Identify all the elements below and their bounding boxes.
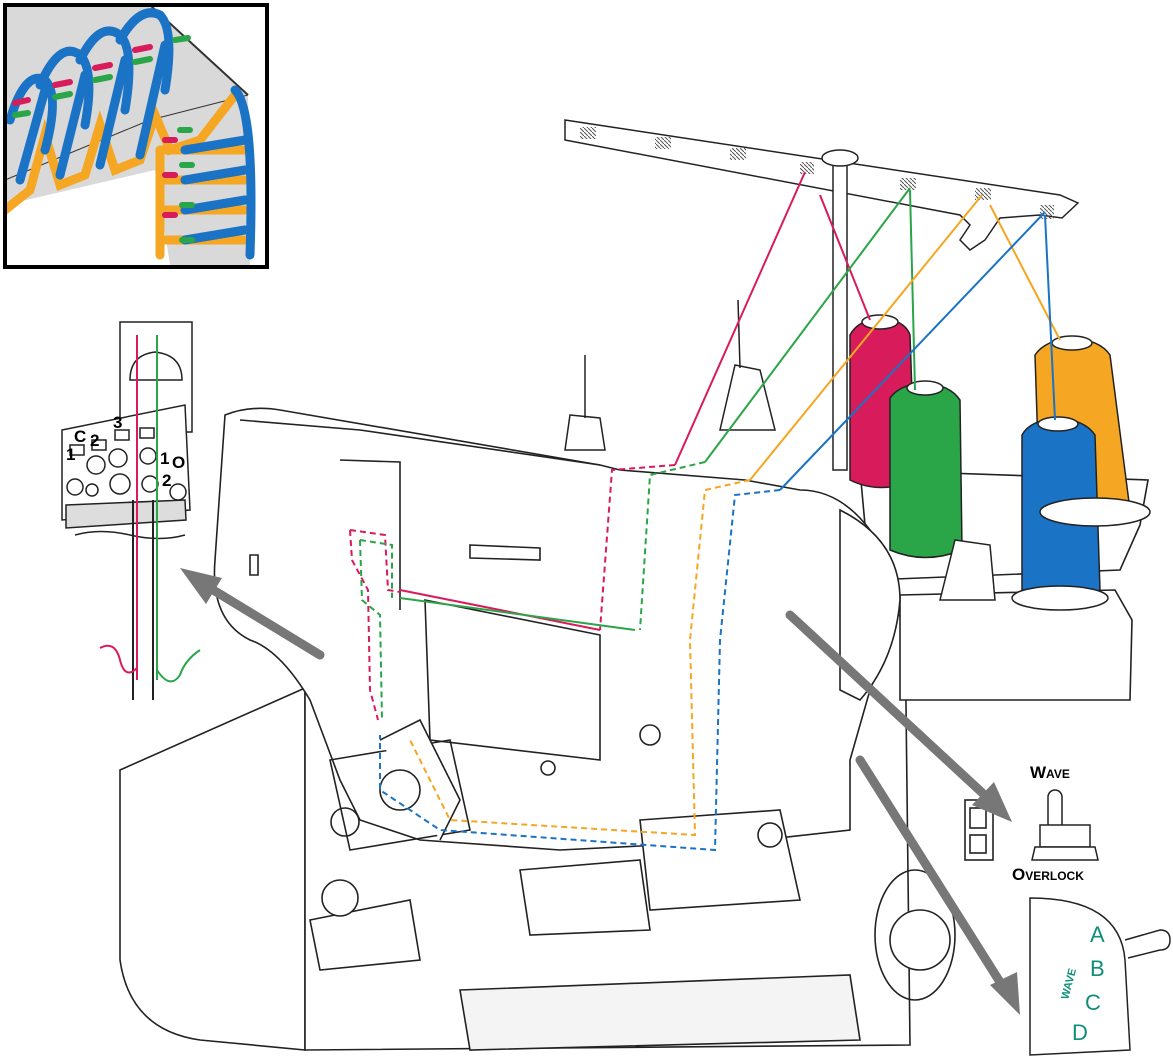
dial-setting-d: D xyxy=(1072,1020,1088,1045)
thread-stand xyxy=(564,119,1080,471)
cone-icon xyxy=(889,380,963,559)
wave-overlock-switch: Wave Overlock xyxy=(1012,763,1099,884)
machine-body xyxy=(119,407,1149,1051)
blue-chain xyxy=(7,8,256,260)
needle-plate-labels: C 2 3 1 1 O 2 xyxy=(66,413,185,490)
thread-paths xyxy=(349,171,1061,852)
thread-cones xyxy=(564,299,1151,611)
plate-label-3: 3 xyxy=(113,413,122,432)
switch-label-overlock: Overlock xyxy=(1012,865,1084,884)
plate-label-o: O xyxy=(172,453,185,472)
plate-label-2b: 2 xyxy=(162,471,171,490)
arrow-icon xyxy=(180,568,325,660)
dial-setting-b: B xyxy=(1090,956,1105,981)
plate-label-c: C xyxy=(74,427,86,446)
switch-knob xyxy=(1039,824,1091,848)
stitch-setting-dial: WAVE A B C D xyxy=(1029,897,1171,1056)
dial-setting-a: A xyxy=(1090,922,1105,947)
switch-lever xyxy=(1047,789,1063,831)
needle-plate-detail xyxy=(61,321,201,700)
callout-arrows xyxy=(180,568,1020,1015)
stitch-detail-inset xyxy=(3,3,269,269)
plate-label-2a: 2 xyxy=(90,431,99,450)
dial-setting-c: C xyxy=(1085,990,1101,1015)
plate-label-1a: 1 xyxy=(66,445,75,464)
arrow-icon xyxy=(855,755,1020,1015)
switch-label-wave: Wave xyxy=(1030,763,1070,782)
plate-label-1b: 1 xyxy=(160,449,169,468)
arrow-icon xyxy=(785,610,1012,822)
